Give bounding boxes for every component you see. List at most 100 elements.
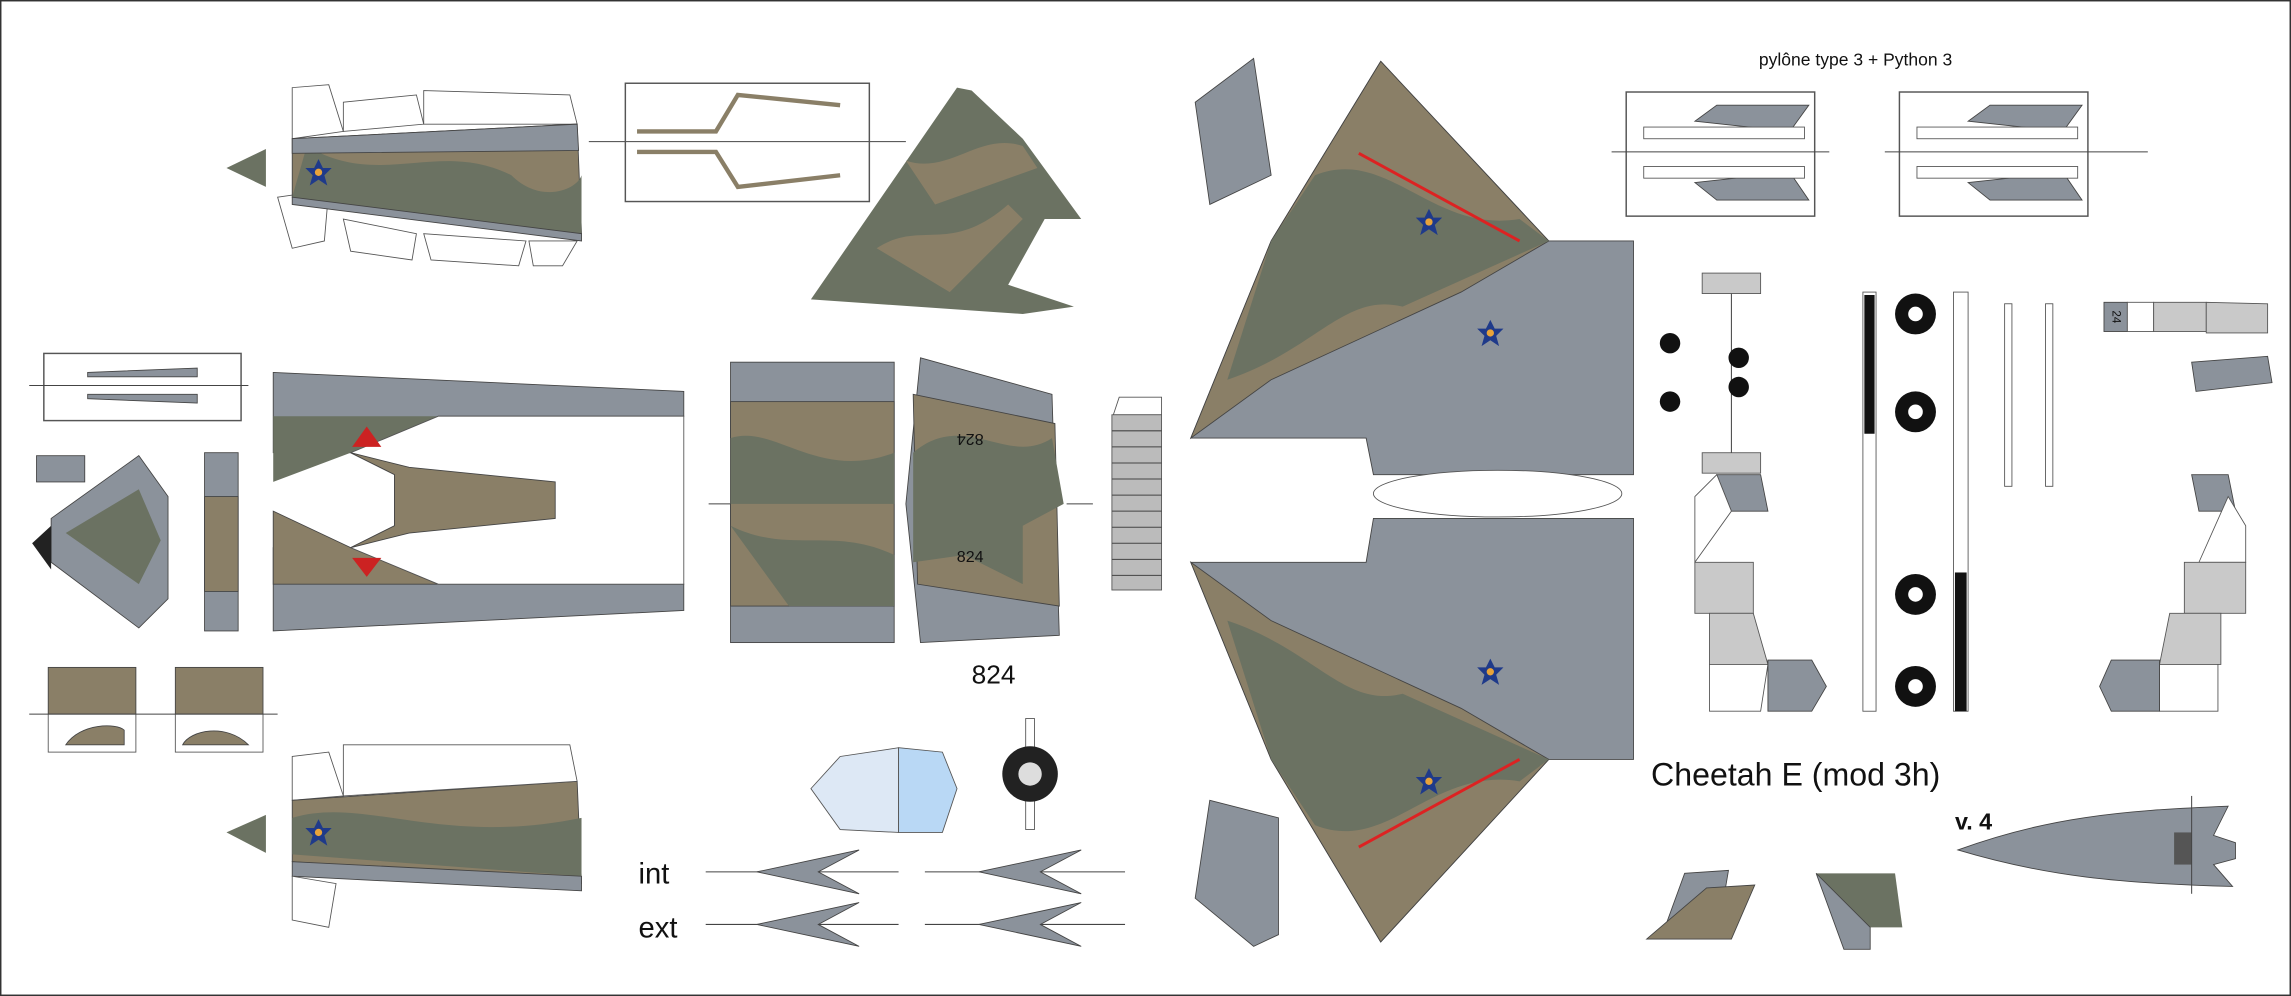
version-label: v. 4 (1955, 809, 1992, 835)
path-shape (292, 812, 582, 877)
nose-tip-piece (226, 148, 266, 187)
rect-shape (1111, 414, 1163, 591)
polygon-shape (528, 240, 578, 267)
rect-shape (1701, 452, 1762, 474)
rect-shape (1916, 126, 2079, 140)
rect-shape (2174, 832, 2192, 865)
wing-upper-part (1189, 57, 1634, 518)
polygon-shape (756, 849, 860, 895)
circle-shape (1908, 306, 1923, 322)
polygon-shape (204, 496, 239, 592)
serial-marking-lower: 824 (957, 548, 984, 566)
rect-shape (2126, 301, 2155, 332)
path-shape (1227, 620, 1549, 832)
polygon-shape (342, 744, 578, 797)
polygon-shape (898, 747, 958, 833)
rect-shape (1643, 126, 1805, 140)
path-shape (1111, 430, 1162, 576)
polygon-shape (1694, 473, 1732, 564)
wheel-icon (1895, 573, 1936, 615)
fuselage-top-part (272, 371, 685, 632)
intake-int-label: int (638, 859, 669, 891)
polygon-shape (1112, 396, 1163, 416)
landing-gear-parts (1659, 272, 2054, 712)
polygon-shape (291, 751, 344, 801)
model-title: Cheetah E (mod 3h) (1651, 757, 1940, 793)
polygon-shape (291, 123, 580, 154)
polygon-shape (756, 902, 860, 947)
ellipse-shape (1372, 469, 1623, 518)
path-shape (730, 435, 895, 504)
path-shape (64, 725, 125, 746)
path-shape (913, 435, 1064, 585)
polygon-shape (2158, 612, 2222, 665)
circle-shape (1908, 404, 1923, 420)
path-shape (292, 146, 582, 234)
rect-shape (1864, 295, 1875, 434)
circle-shape (1908, 679, 1923, 694)
fin-part (810, 87, 1082, 314)
polygon-shape (423, 233, 527, 267)
tab-piece: 24 (2103, 301, 2273, 392)
path-shape (1227, 169, 1549, 380)
polygon-shape (1645, 884, 1756, 940)
line-shape (1358, 758, 1521, 849)
circle-shape (1728, 347, 1749, 369)
nose-cone-part (32, 452, 239, 632)
fuselage-side-lower-part (226, 744, 582, 928)
serial-label: 824 (972, 659, 1016, 689)
polygon-shape (226, 814, 266, 853)
fuselage-side-upper-part (226, 84, 582, 267)
polygon-shape (65, 489, 161, 585)
wheel-icon (1895, 293, 1936, 335)
polygon-shape (350, 452, 556, 549)
polygon-shape (1815, 873, 1871, 950)
radome-teeth (32, 525, 52, 570)
polygon-shape (1694, 561, 1754, 614)
polygon-shape (2191, 355, 2273, 392)
intake-ext-label: ext (638, 913, 677, 945)
polygon-shape (2159, 664, 2219, 712)
pylon-label: pylône type 3 + Python 3 (1759, 50, 1952, 70)
rect-shape (1643, 166, 1805, 179)
path-shape (730, 525, 895, 607)
rect-shape (1701, 272, 1762, 294)
strut-box (624, 82, 871, 203)
engine-nozzle-part (1111, 396, 1163, 591)
rect-shape (2045, 303, 2054, 487)
canopy-part (810, 747, 958, 833)
wing-lower-part (1189, 518, 1634, 947)
intake-part-left (1694, 473, 1827, 712)
polygon-shape (1194, 57, 1272, 206)
rect-shape (47, 666, 137, 715)
polygon-shape (2099, 659, 2160, 712)
circle-shape (1659, 332, 1681, 354)
center-fuselage-part (708, 361, 895, 644)
polygon-shape (342, 218, 417, 261)
rect-shape (1898, 91, 2089, 217)
polygon-shape (342, 94, 425, 132)
strut-parts (637, 92, 841, 190)
line-shape (1358, 152, 1521, 243)
polygon-shape (2183, 561, 2247, 614)
polygon-shape (291, 875, 337, 928)
polygon-shape (810, 747, 900, 833)
circle-shape (1659, 391, 1681, 412)
circle-shape (1728, 376, 1749, 398)
path-shape (1956, 805, 2236, 887)
intake-splitter-parts (705, 849, 1126, 947)
part-number-tab: 24 (2110, 310, 2123, 323)
warning-triangle-icon (352, 426, 382, 447)
polygon-shape (423, 90, 578, 125)
polygon-shape (291, 84, 344, 140)
polygon-shape (291, 196, 582, 242)
path-shape (181, 730, 250, 746)
drop-tank-part (1956, 795, 2236, 894)
polygon-shape (1767, 659, 1827, 712)
polygon-shape (978, 849, 1082, 895)
probe-box (43, 352, 242, 422)
path-shape (905, 143, 1038, 205)
rect-shape (1954, 572, 1967, 712)
polygon-shape (273, 416, 439, 482)
